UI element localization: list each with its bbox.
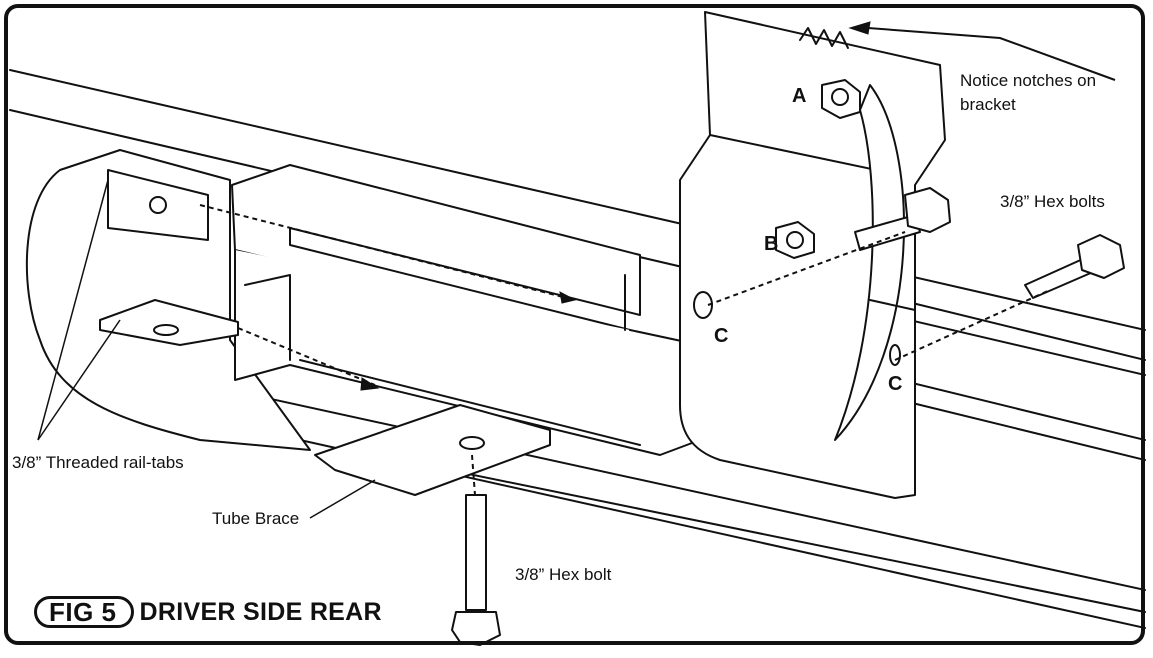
bracket-bend (709, 134, 901, 176)
channel-edge (244, 274, 291, 361)
guide-line (894, 289, 1051, 361)
mounted-bolt-head (904, 187, 951, 233)
guide-line (199, 204, 576, 301)
point-a-label: A (792, 85, 806, 107)
guide-line (707, 231, 906, 306)
hole-c1 (693, 291, 713, 319)
rail-line (899, 379, 1146, 441)
leader-line (309, 479, 376, 519)
leader-line (37, 319, 121, 441)
tube-brace (314, 404, 551, 496)
threaded-tabs-label: 3/8” Threaded rail-tabs (12, 453, 184, 472)
rail-tab-bottom (99, 299, 239, 346)
arrow-head (559, 291, 577, 304)
rail-line (9, 69, 1146, 331)
guide-line (237, 327, 376, 386)
arrow-head (848, 21, 871, 35)
rail-line (899, 299, 1146, 361)
rail-line (399, 459, 1146, 613)
hex-bolt-label: 3/8” Hex bolt (515, 565, 612, 584)
hex-bolt-head (451, 611, 501, 646)
figure-caption: FIG 5 DRIVER SIDE REAR (34, 594, 382, 630)
channel-edge (299, 359, 641, 446)
hex-bolt-shank (465, 494, 487, 611)
bracket-flange (834, 84, 905, 441)
rail-tab-top (107, 169, 209, 241)
tube-brace-label: Tube Brace (212, 509, 299, 528)
rail-tab-hole (153, 324, 179, 336)
notches-label: Notice notches on (960, 71, 1096, 90)
notch-arrow (867, 27, 1116, 81)
bracket-rail (869, 299, 916, 311)
bracket-plate (679, 11, 946, 499)
figure-title: DRIVER SIDE REAR (139, 597, 382, 626)
guide-line (471, 454, 476, 496)
hex-bolts-label: 3/8” Hex bolts (1000, 192, 1105, 211)
rail-line (229, 389, 1146, 591)
leader-line (37, 179, 109, 441)
arrow-head (360, 377, 380, 391)
nut-a (821, 79, 861, 119)
loose-bolt-head (1077, 234, 1125, 279)
tube-brace-hole (459, 436, 485, 450)
hole-c2 (889, 344, 901, 366)
mounted-bolt-shank (854, 214, 921, 251)
point-c2-label: C (888, 373, 902, 395)
figure-number: FIG 5 (34, 596, 134, 628)
rail-tab-hole (149, 196, 167, 214)
notches-label-line2: bracket (960, 95, 1016, 114)
bracket-notches (799, 27, 849, 49)
point-b-label: B (764, 233, 778, 255)
point-c1-label: C (714, 325, 728, 347)
rail-line (899, 399, 1146, 461)
nut-b (775, 221, 815, 259)
